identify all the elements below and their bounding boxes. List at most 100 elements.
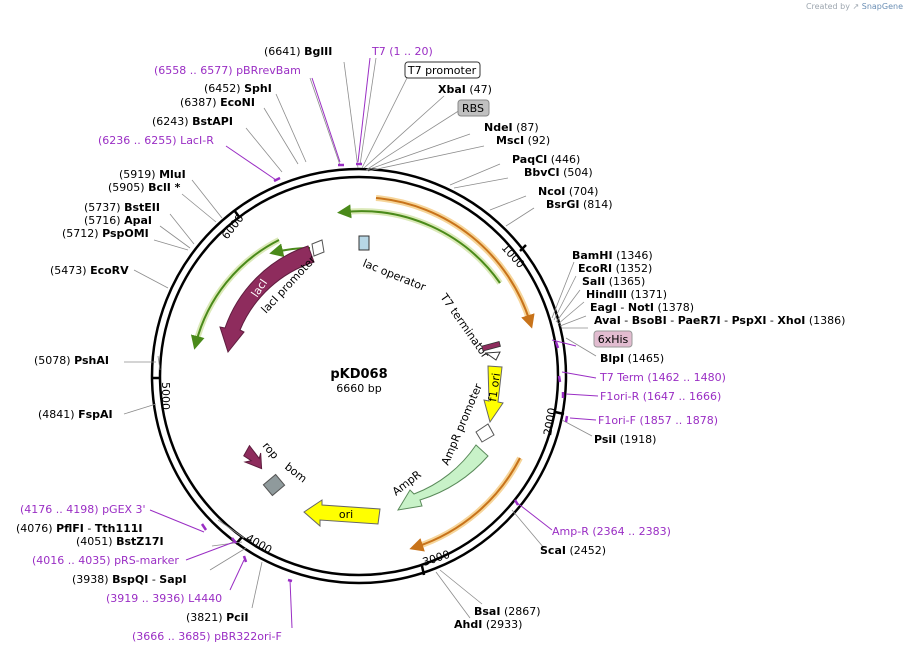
svg-text:(6387) EcoNI: (6387) EcoNI [180, 96, 255, 109]
site-hindiii: HindIII (1371) [586, 288, 667, 301]
svg-text:(6452) SphI: (6452) SphI [204, 82, 272, 95]
his-tag-label: 6xHis [598, 333, 629, 346]
tick-6000: 6000 [219, 212, 246, 242]
site-bstz17i: (4051) BstZ17I [76, 535, 164, 548]
site-ecori: EcoRI (1352) [578, 262, 652, 275]
ampr-promoter-marker [475, 423, 495, 443]
tick-3000: 3000 [421, 548, 452, 569]
leader-lines [123, 57, 597, 619]
site-pspomi: (5712) PspOMI [62, 227, 149, 240]
primer-pbrrevbam: (6558 .. 6577) pBRrevBam [154, 64, 301, 77]
svg-text:Amp-R (2364 .. 2383): Amp-R (2364 .. 2383) [552, 525, 671, 538]
primer-pbr322ori-f: (3666 .. 3685) pBR322ori-F [132, 630, 282, 643]
feature-ori-label: ori [339, 508, 353, 521]
orange-arc-bottom-line [409, 457, 521, 552]
svg-text:(4051) BstZ17I: (4051) BstZ17I [76, 535, 164, 548]
site-psii: PsiI (1918) [594, 433, 656, 446]
svg-text:T7 Term (1462 .. 1480): T7 Term (1462 .. 1480) [599, 371, 726, 384]
primer-f1ori-f: F1ori-F (1857 .. 1878) [598, 414, 718, 427]
svg-text:NdeI (87): NdeI (87) [484, 121, 539, 134]
site-ahdi: AhdI (2933) [454, 618, 522, 631]
site-eagi-noti: EagI - NotI (1378) [590, 301, 694, 314]
snapgene-logo-icon: ↗ [852, 2, 860, 11]
site-econi: (6387) EcoNI [180, 96, 255, 109]
site-bstapi: (6243) BstAPI [152, 115, 233, 128]
svg-text:BsaI (2867): BsaI (2867) [474, 605, 541, 618]
site-ncoi: NcoI (704) [538, 185, 598, 198]
svg-text:(5712) PspOMI: (5712) PspOMI [62, 227, 149, 240]
credit-prefix: Created by [805, 2, 850, 11]
orange-arc-top-line [375, 197, 535, 329]
rbs-box [457, 99, 490, 117]
lac-operator-box [358, 235, 370, 251]
his-tag-box [593, 330, 633, 348]
t7-terminator-marker [484, 351, 501, 361]
primer-amp-r: Amp-R (2364 .. 2383) [552, 525, 671, 538]
site-scai: ScaI (2452) [540, 544, 606, 557]
svg-text:(6236 .. 6255) LacI-R: (6236 .. 6255) LacI-R [98, 134, 214, 147]
svg-text:(6558 .. 6577) pBRrevBam: (6558 .. 6577) pBRrevBam [154, 64, 301, 77]
svg-text:(5078) PshAI: (5078) PshAI [34, 354, 109, 367]
site-msci: MscI (92) [496, 134, 550, 147]
svg-text:AvaI - BsoBI - PaeR7I - Psp: AvaI - BsoBI - PaeR7I - PspXI - XhoI (13… [594, 314, 845, 327]
svg-text:F1ori-F (1857 .. 1878): F1ori-F (1857 .. 1878) [598, 414, 718, 427]
svg-text:EcoRI (1352): EcoRI (1352) [578, 262, 652, 275]
svg-text:MscI (92): MscI (92) [496, 134, 550, 147]
primer-t7: T7 (1 .. 20) [371, 45, 433, 58]
svg-text:F1ori-R (1647 .. 1666): F1ori-R (1647 .. 1666) [600, 390, 721, 403]
tick-2000: 2000 [541, 407, 559, 437]
laci-promoter-box [311, 239, 325, 257]
f1-ori-arrow [483, 365, 504, 424]
feature-f1-ori-label: f1 ori [486, 372, 503, 402]
tick-5000: 5000 [159, 382, 172, 410]
svg-text:(6243) BstAPI: (6243) BstAPI [152, 115, 233, 128]
svg-text:(4841) FspAI: (4841) FspAI [38, 408, 113, 421]
svg-text:(5737) BstEII: (5737) BstEII [84, 201, 160, 214]
green-arc-left-line [190, 239, 280, 350]
site-bspqi: (3938) BspQI - SapI [72, 573, 187, 586]
feature-lac-operator-label: lac operator [361, 257, 428, 294]
svg-text:BamHI (1346): BamHI (1346) [572, 249, 653, 262]
site-bsai: BsaI (2867) [474, 605, 541, 618]
site-pshai: (5078) PshAI [34, 354, 109, 367]
svg-text:(5473) EcoRV: (5473) EcoRV [50, 264, 129, 277]
svg-text:EagI - NotI (1378): EagI - NotI (1378) [590, 301, 694, 314]
site-bcli: (5905) BclI * [108, 181, 181, 194]
site-bbvci: BbvCI (504) [524, 166, 593, 179]
feature-rop-label: rop [260, 440, 282, 462]
svg-text:AhdI (2933): AhdI (2933) [454, 618, 522, 631]
primer-l4440: (3919 .. 3936) L4440 [106, 592, 222, 605]
svg-text:(6641) BglII: (6641) BglII [264, 45, 332, 58]
site-mlui: (5919) MluI [119, 168, 186, 181]
primer-pgex3: (4176 .. 4198) pGEX 3' [20, 503, 146, 516]
svg-text:PsiI (1918): PsiI (1918) [594, 433, 656, 446]
primer-prs-marker: (4016 .. 4035) pRS-marker [32, 554, 179, 567]
primer-leaders [149, 57, 599, 629]
ori-arrow [303, 499, 381, 528]
svg-text:HindIII (1371): HindIII (1371) [586, 288, 667, 301]
ring-ticks [152, 209, 565, 576]
credit-brand: SnapGene [861, 2, 903, 11]
green-arc-top-line [337, 204, 501, 284]
backbone-inner-ring [158, 175, 560, 577]
backbone-outer-ring [150, 167, 568, 585]
svg-text:(3938) BspQI - SapI: (3938) BspQI - SapI [72, 573, 187, 586]
site-bglii: (6641) BglII [264, 45, 332, 58]
site-ava-row: AvaI - BsoBI - PaeR7I - PspXI - XhoI (13… [594, 314, 845, 327]
svg-text:XbaI (47): XbaI (47) [438, 83, 492, 96]
feature-bom-label: bom [282, 460, 309, 485]
t7-promoter-label: T7 promoter [407, 64, 477, 77]
svg-text:(4176 .. 4198) pGEX 3': (4176 .. 4198) pGEX 3' [20, 503, 146, 516]
site-paqci: PaqCI (446) [512, 153, 580, 166]
primer-marks [200, 162, 569, 583]
tick-4000: 4000 [244, 531, 275, 556]
primer-laci-r: (6236 .. 6255) LacI-R [98, 134, 214, 147]
site-blpi: BlpI (1465) [600, 352, 664, 365]
site-sphi: (6452) SphI [204, 82, 272, 95]
svg-text:T7 (1 .. 20): T7 (1 .. 20) [371, 45, 433, 58]
laci-arrow [219, 245, 315, 354]
plasmid-name: pKD068 [330, 367, 387, 382]
site-bsteii: (5737) BstEII [84, 201, 160, 214]
bom-box [262, 473, 286, 497]
